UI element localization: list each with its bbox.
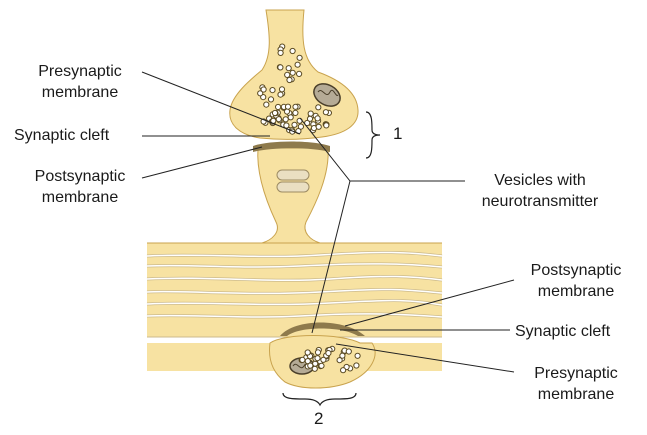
label-line: membrane	[18, 82, 142, 103]
bracket-number-1: 1	[393, 123, 402, 144]
vesicle	[316, 124, 321, 129]
label-synaptic-cleft-top: Synaptic cleft	[14, 125, 109, 146]
vesicle	[324, 123, 329, 128]
vesicle	[300, 357, 305, 362]
vesicle	[279, 87, 284, 92]
label-line: Vesicles with	[465, 170, 615, 191]
vesicle	[272, 110, 277, 115]
vesicle	[346, 349, 351, 354]
label-line: Postsynaptic	[514, 260, 638, 281]
organelle-disc	[277, 182, 309, 192]
label-line: Presynaptic	[18, 61, 142, 82]
vesicle	[290, 70, 295, 75]
label-line: Postsynaptic	[18, 166, 142, 187]
vesicle	[307, 116, 312, 121]
vesicle	[283, 117, 288, 122]
bracket-number-2: 2	[314, 408, 323, 429]
vesicle	[315, 116, 320, 121]
label-line: membrane	[18, 187, 142, 208]
label-presynaptic-membrane-top: Presynaptic membrane	[18, 61, 142, 103]
leader-line	[142, 147, 262, 178]
vesicle	[319, 363, 324, 368]
vesicle	[264, 102, 269, 107]
vesicle	[354, 363, 359, 368]
vesicle	[270, 88, 275, 93]
vesicle	[315, 356, 320, 361]
postsynaptic-dendrite	[258, 148, 328, 243]
vesicle	[278, 65, 283, 70]
vesicle	[305, 350, 310, 355]
vesicle	[287, 77, 292, 82]
axon-and-dendrite	[253, 142, 330, 244]
organelle-disc	[277, 170, 309, 180]
vesicle	[297, 118, 302, 123]
bracket-2	[283, 393, 356, 405]
vesicle	[288, 115, 293, 120]
vesicle	[278, 50, 283, 55]
vesicle	[298, 124, 303, 129]
label-synaptic-cleft-bottom: Synaptic cleft	[515, 321, 610, 342]
label-line: membrane	[514, 281, 638, 302]
vesicle	[276, 117, 281, 122]
vesicle	[297, 71, 302, 76]
vesicle	[293, 104, 298, 109]
vesicle	[293, 110, 298, 115]
vesicle	[297, 55, 302, 60]
label-line: membrane	[514, 384, 638, 405]
vesicle	[340, 353, 345, 358]
vesicle	[284, 123, 289, 128]
vesicle	[285, 72, 290, 77]
bracket-1	[366, 112, 380, 158]
vesicle	[285, 104, 290, 109]
vesicle	[276, 104, 281, 109]
vesicle	[278, 92, 283, 97]
vesicle	[292, 122, 297, 127]
vesicle	[290, 48, 295, 53]
label-vesicles-neurotransmitter: Vesicles with neurotransmitter	[465, 170, 615, 212]
label-line: Presynaptic	[514, 363, 638, 384]
vesicle	[308, 111, 313, 116]
vesicle	[308, 363, 313, 368]
vesicle	[286, 66, 291, 71]
vesicle	[295, 62, 300, 67]
vesicle	[341, 368, 346, 373]
label-postsynaptic-membrane-bottom: Postsynaptic membrane	[514, 260, 638, 302]
label-presynaptic-membrane-bottom: Presynaptic membrane	[514, 363, 638, 405]
label-postsynaptic-membrane-top: Postsynaptic membrane	[18, 166, 142, 208]
vesicle	[268, 97, 273, 102]
label-line: neurotransmitter	[465, 191, 615, 212]
vesicle	[261, 87, 266, 92]
vesicle	[323, 110, 328, 115]
vesicle	[315, 350, 320, 355]
vesicle	[326, 351, 331, 356]
vesicle	[355, 353, 360, 358]
vesicle	[316, 105, 321, 110]
